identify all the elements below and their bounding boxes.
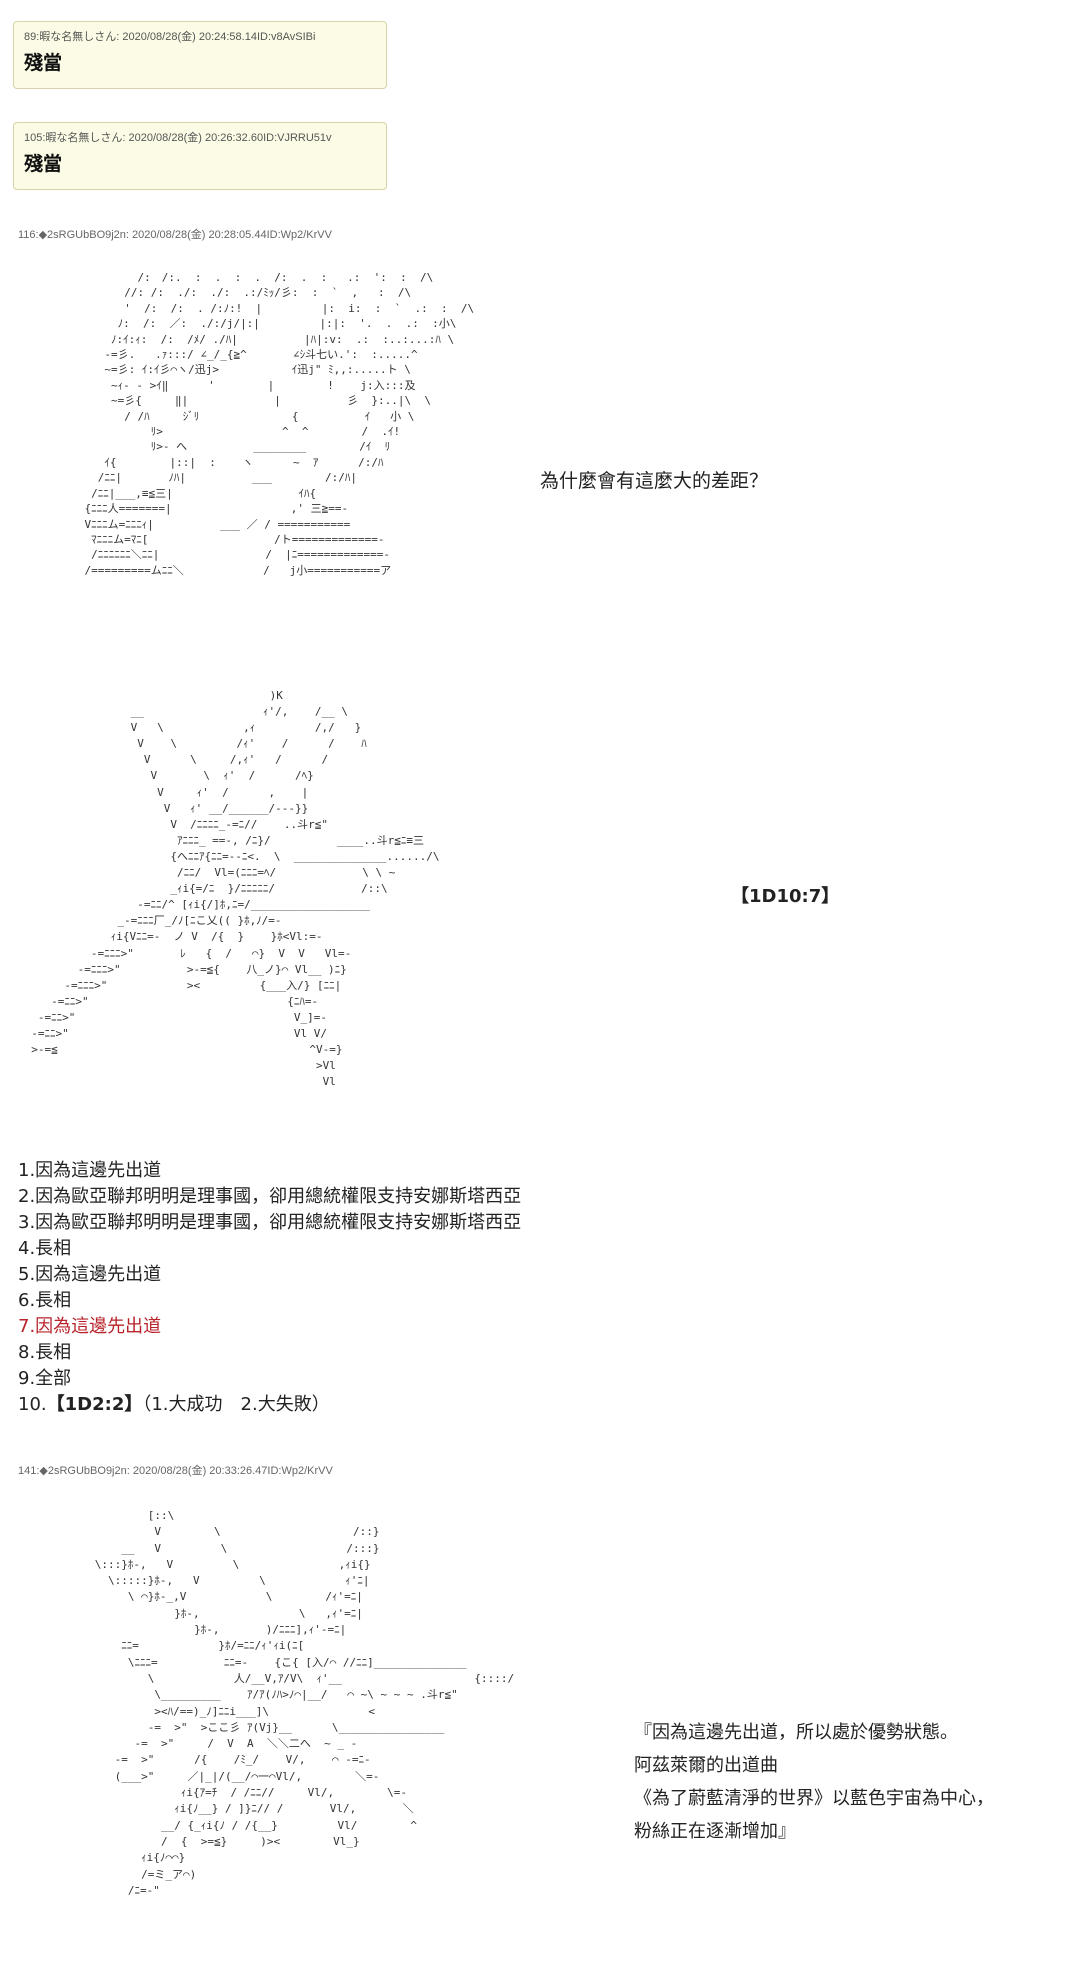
list-item: 9.全部 — [18, 1368, 72, 1389]
dice-result-1d10: 【1D10:7】 — [731, 886, 840, 907]
quote-line: 阿茲萊爾的出道曲 — [634, 1755, 778, 1776]
list-item: 4.長相 — [18, 1238, 72, 1259]
result-list: 1.因為這邊先出道 2.因為歐亞聯邦明明是理事國，卻用總統權限支持安娜斯塔西亞 … — [18, 1158, 521, 1418]
post-89: 89:暇な名無しさん: 2020/08/28(金) 20:24:58.14ID:… — [13, 21, 387, 89]
post-body: 殘當 — [24, 52, 63, 74]
quote-line: 『因為這邊先出道，所以處於優勢狀態。 — [634, 1722, 958, 1743]
post-header: 89:暇な名無しさん: 2020/08/28(金) 20:24:58.14ID:… — [24, 31, 316, 43]
question-caption: 為什麼會有這麼大的差距？ — [540, 470, 769, 492]
quote-line: 《為了蔚藍清淨的世界》以藍色宇宙為中心， — [634, 1788, 994, 1809]
post-body: 殘當 — [24, 153, 63, 175]
post-header: 105:暇な名無しさん: 2020/08/28(金) 20:26:32.60ID… — [24, 132, 332, 144]
list-item: 3.因為歐亞聯邦明明是理事國，卻用總統權限支持安娜斯塔西亞 — [18, 1212, 522, 1233]
post-141-header: 141:◆2sRGUbBO9j2n: 2020/08/28(金) 20:33:2… — [18, 1465, 333, 1477]
ascii-art-pose-2: [::\ V \ /::} __ V \ /:::} \:::}ﾎ-, V \ … — [94, 1509, 515, 1897]
list-item: 5.因為這邊先出道 — [18, 1264, 162, 1285]
list-item: 6.長相 — [18, 1290, 72, 1311]
list-item-10: 10.【1D2:2】（1.大成功 2.大失敗） — [18, 1392, 521, 1418]
list-item: 8.長相 — [18, 1342, 72, 1363]
quote-block: 『因為這邊先出道，所以處於優勢狀態。 阿茲萊爾的出道曲 《為了蔚藍清淨的世界》以… — [634, 1716, 994, 1848]
list-item: 2.因為歐亞聯邦明明是理事國，卻用總統權限支持安娜斯塔西亞 — [18, 1186, 522, 1207]
dice-result-1d2: 【1D2:2】 — [46, 1394, 143, 1415]
ascii-art-face: /: /:. : . : . /: . : .: ': : /\ //: /: … — [84, 271, 475, 577]
ascii-art-pose-1: )K __ ｨ'/, /__ \ V \ ,ｨ /,/ } V \ /ｨ' / … — [31, 689, 440, 1089]
item-10-prefix: 10. — [18, 1394, 47, 1415]
list-item: 1.因為這邊先出道 — [18, 1160, 162, 1181]
list-item-highlighted: 7.因為這邊先出道 — [18, 1316, 162, 1337]
post-116-header: 116:◆2sRGUbBO9j2n: 2020/08/28(金) 20:28:0… — [18, 229, 332, 241]
post-105: 105:暇な名無しさん: 2020/08/28(金) 20:26:32.60ID… — [13, 122, 387, 190]
quote-line: 粉絲正在逐漸增加』 — [634, 1821, 796, 1842]
item-10-options: （1.大成功 2.大失敗） — [142, 1394, 330, 1415]
